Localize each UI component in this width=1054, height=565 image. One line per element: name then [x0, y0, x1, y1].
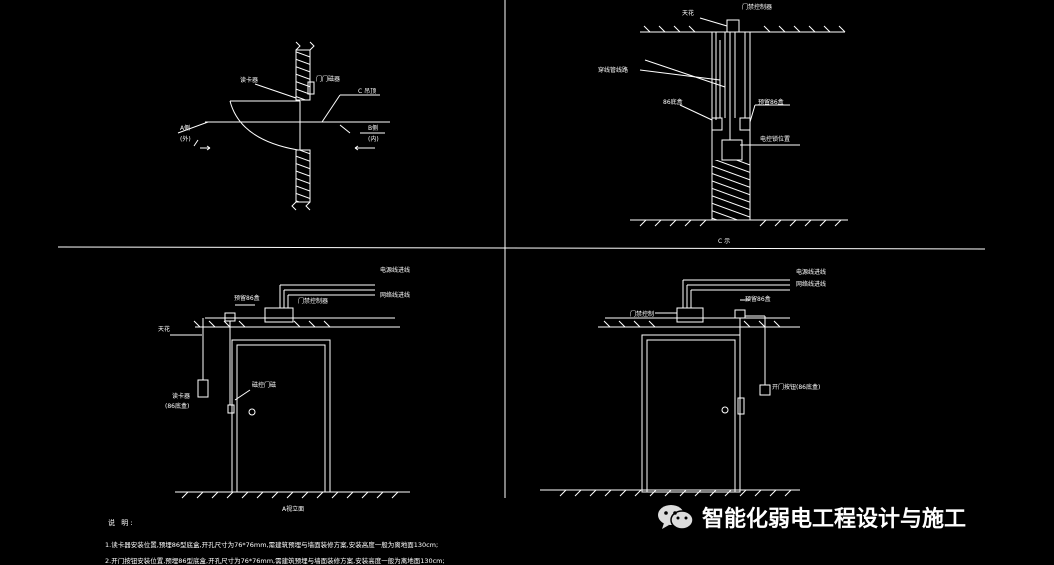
lock-box: [721, 139, 743, 161]
watermark-text: 智能化弱电工程设计与施工: [702, 507, 967, 532]
label-ceiling-a: 天花: [158, 325, 170, 333]
door-knob-a: [248, 408, 256, 416]
door-knob-b: [721, 406, 729, 414]
label-reader-box-a: (86底盒): [165, 402, 189, 410]
label-86box-right: 预留86盒: [758, 98, 784, 106]
label-c-ceiling: C 吊顶: [358, 88, 376, 95]
label-86box-a: 预留86盒: [234, 294, 260, 302]
label-card-reader: 读卡器: [240, 76, 258, 84]
label-controller-b: 门禁控制: [630, 310, 654, 318]
wechat-icon: [658, 505, 694, 530]
label-controller-a: 门禁控制器: [298, 297, 328, 305]
magnet-a: [227, 404, 235, 414]
magnet-b: [737, 397, 745, 415]
notes-line-1: 1.读卡器安装位置,预埋86型底盒,开孔尺寸为76*76mm,需建筑预埋与墙面装…: [105, 541, 439, 549]
label-lock: 电控锁位置: [760, 135, 790, 143]
label-side-b-sub: (内): [368, 135, 379, 143]
reader-a: [197, 379, 209, 398]
plan-view-diagram: [177, 41, 390, 211]
box-86-a: [224, 312, 236, 322]
label-ceiling: 天花: [682, 9, 694, 17]
exit-button-b: [759, 384, 771, 396]
notes-line-2: 2.开门按钮安装位置,预埋86型底盒,开孔尺寸为76*76mm,需建筑预埋与墙面…: [105, 557, 445, 565]
label-network-a: 网络线进线: [380, 291, 410, 299]
watermark: 智能化弱电工程设计与施工: [656, 503, 967, 532]
wall-section-top: [295, 41, 315, 101]
label-exit-button-b: 开门按钮(86底盒): [772, 383, 820, 391]
label-power-a: 电源线进线: [380, 266, 410, 274]
elevation-b-diagram: [540, 279, 800, 497]
label-door-magnet: 门门磁器: [316, 75, 340, 83]
label-side-a: A侧: [180, 124, 190, 132]
box-86-left: [711, 117, 723, 131]
label-reader-a: 读卡器: [172, 392, 190, 400]
section-view-diagram: [630, 17, 848, 227]
label-controller: 门禁控制器: [742, 3, 772, 11]
notes-title: 说 明:: [108, 519, 135, 527]
elevation-a-labels: 电源线进线 网络线进线 预留86盒 门禁控制器 天花 读卡器 (86底盒) 磁控…: [158, 266, 410, 513]
box-86-b: [734, 309, 746, 319]
caption-section: C 示: [718, 238, 730, 245]
quadrant-dividers: [57, 0, 986, 498]
controller-box: [726, 19, 740, 33]
controller-box-b: [676, 307, 704, 323]
label-86box-b: 预留86盒: [745, 295, 771, 303]
plan-view-labels: 读卡器 门门磁器 C 吊顶 A侧 (外) B侧 (内): [180, 75, 379, 143]
label-side-b: B侧: [368, 124, 378, 132]
wall-section-bottom: [291, 149, 311, 211]
label-power-b: 电源线进线: [796, 268, 826, 276]
door-frame-a: [231, 339, 331, 493]
door-frame-b: [641, 334, 741, 493]
label-network-b: 网络线进线: [796, 280, 826, 288]
door-swing: [205, 81, 390, 151]
caption-elevation-a: A视立面: [282, 505, 304, 513]
label-conduit: 穿线管线路: [598, 66, 628, 74]
section-view-labels: 天花 门禁控制器 穿线管线路 86底盒 预留86盒 电控锁位置 C 示: [598, 3, 790, 245]
box-86-right: [739, 117, 751, 131]
elevation-a-diagram: [170, 284, 410, 499]
label-side-a-sub: (外): [180, 135, 191, 143]
label-magnet-a: 磁控门磁: [252, 381, 276, 389]
label-86box-left: 86底盒: [663, 98, 683, 106]
controller-box-a: [264, 307, 294, 323]
elevation-b-labels: 电源线进线 网络线进线 预留86盒 门禁控制 开门按钮(86底盒): [630, 268, 826, 391]
